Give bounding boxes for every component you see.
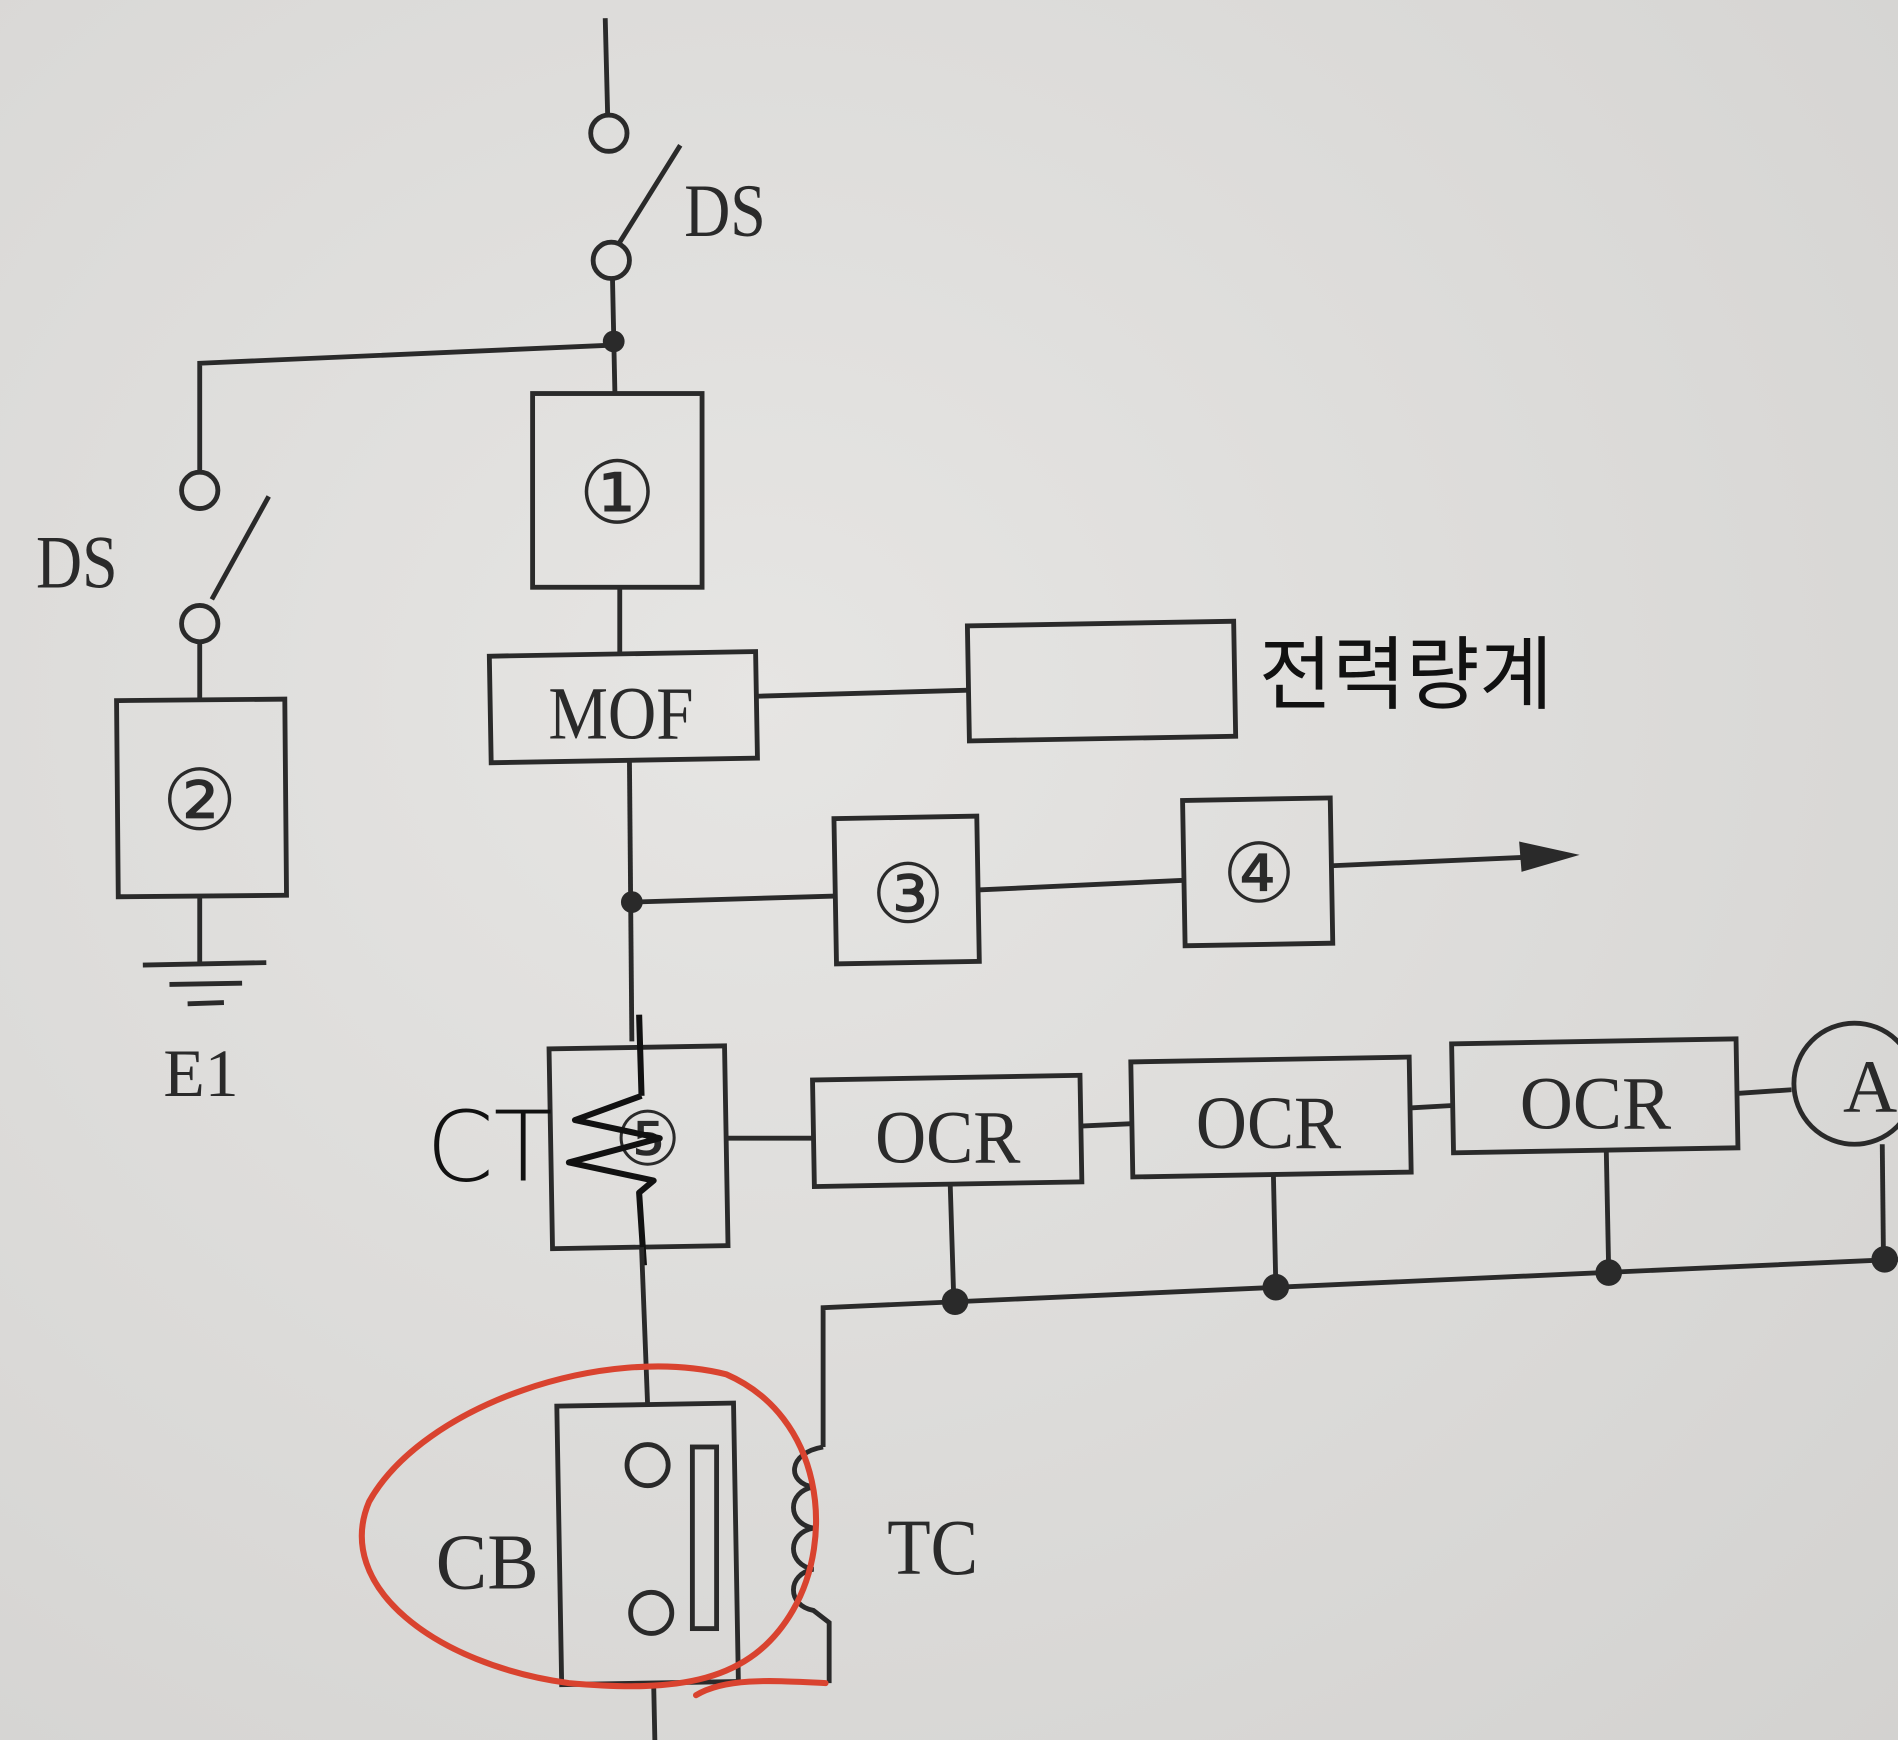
tc-label: TC bbox=[887, 1504, 978, 1592]
left-branch bbox=[114, 342, 614, 963]
cb-label: CB bbox=[436, 1519, 539, 1607]
ocr-3-label: OCR bbox=[1520, 1063, 1671, 1146]
ocr-2-label: OCR bbox=[1196, 1082, 1341, 1165]
ocr-box-3 bbox=[1449, 1036, 1741, 1156]
box-4-label: ④ bbox=[1222, 829, 1296, 920]
box-4 bbox=[1180, 795, 1336, 949]
ground-label: E1 bbox=[163, 1036, 238, 1111]
ds-left-label: DS bbox=[36, 522, 118, 605]
box-3-label: ③ bbox=[871, 850, 945, 941]
arrow-head bbox=[1519, 841, 1580, 872]
ds-top-label: DS bbox=[684, 170, 766, 253]
box-1-label: ① bbox=[578, 445, 656, 542]
ocr-box-2 bbox=[1128, 1054, 1414, 1180]
meter-label: 전력량계 bbox=[1259, 628, 1553, 721]
ammeter-circle bbox=[1791, 1020, 1898, 1147]
ct-handwritten-mark bbox=[565, 1014, 663, 1266]
mof-label: MOF bbox=[548, 673, 693, 756]
box-2-label: ② bbox=[162, 754, 238, 848]
ct-handwritten-label: CT bbox=[426, 1091, 553, 1204]
trip-circuit-wiring bbox=[820, 1144, 1898, 1447]
ocr-1-label: OCR bbox=[875, 1096, 1020, 1179]
ground-symbol bbox=[142, 960, 267, 1007]
red-annotation-circle bbox=[358, 1363, 829, 1699]
ocr-box-1 bbox=[810, 1072, 1085, 1189]
meter-box bbox=[964, 618, 1239, 744]
mof-box bbox=[486, 649, 760, 766]
ammeter-label: A bbox=[1843, 1046, 1897, 1129]
